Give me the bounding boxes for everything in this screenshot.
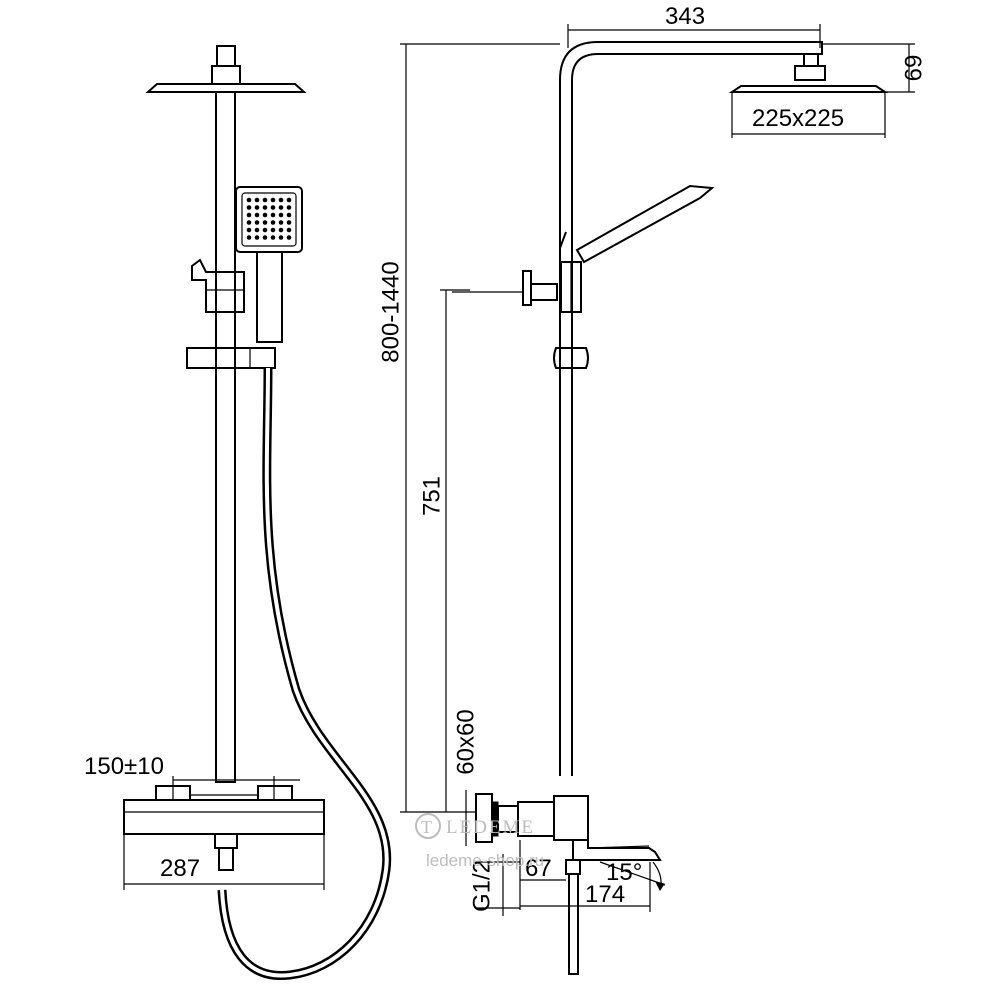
side-holder (452, 270, 558, 306)
nozzle-dot (286, 235, 292, 240)
nozzle-dot (246, 197, 252, 203)
nozzle-dot (270, 220, 276, 225)
nozzle-dot (246, 220, 252, 225)
nozzle-dot (246, 235, 252, 240)
nozzle-dot (254, 197, 260, 203)
nozzle-dot (286, 212, 292, 218)
watermark-logo-icon (415, 813, 441, 839)
nozzle-dot (254, 235, 260, 240)
nozzle-dot (278, 205, 284, 210)
dim-outlet-height: 751 (418, 289, 470, 812)
nozzle-dot (270, 205, 276, 210)
nozzle-dot (278, 220, 284, 225)
nozzle-dot (254, 227, 260, 233)
side-mixer (475, 793, 589, 843)
side-spout (565, 839, 662, 975)
dim-total-height: 800-1440 (377, 43, 560, 813)
watermark-logo-letter: T (421, 817, 432, 837)
hand-shower-nozzle-grid (246, 197, 292, 240)
dim-mixer-depth: 67 (519, 840, 566, 910)
nozzle-dot (262, 227, 268, 233)
dim-spout-angle: 15° (599, 859, 666, 891)
front-hose (217, 367, 392, 981)
front-main-pipe (215, 91, 236, 783)
nozzle-dot (254, 205, 260, 210)
side-rain-head (728, 53, 889, 93)
front-mixer-body (123, 785, 325, 871)
nozzle-dot (278, 197, 284, 203)
dim-label-head-height: 69 (900, 55, 927, 82)
dim-wall-block: 60x60 (452, 709, 479, 846)
nozzle-dot (262, 205, 268, 210)
dim-label-thread: G1/2 (468, 860, 495, 912)
watermark: T LEDEME ledeme-shop.ru (415, 813, 544, 870)
front-holder (191, 258, 245, 313)
watermark-brand: LEDEME (446, 817, 535, 838)
nozzle-dot (270, 227, 276, 233)
dim-label-mixer-depth: 67 (525, 855, 552, 882)
nozzle-dot (286, 197, 292, 203)
dim-arm-reach: 343 (567, 3, 821, 48)
dim-mixer-width: 287 (123, 834, 325, 890)
side-main-pipe (559, 41, 823, 776)
dim-thread: G1/2 (468, 854, 520, 916)
watermark-site: ledeme-shop.ru (426, 851, 544, 870)
front-hand-shower (235, 186, 303, 343)
nozzle-dot (254, 212, 260, 218)
side-slider (553, 347, 589, 369)
nozzle-dot (270, 235, 276, 240)
nozzle-dot (246, 227, 252, 233)
nozzle-dot (246, 212, 252, 218)
dim-label-spout-angle: 15° (606, 859, 642, 886)
front-rain-head (145, 45, 307, 93)
nozzle-dot (278, 212, 284, 218)
dim-label-arm-reach: 343 (665, 3, 705, 30)
dim-head-size: 225x225 (731, 92, 886, 138)
nozzle-dot (278, 235, 284, 240)
nozzle-dot (270, 212, 276, 218)
nozzle-dot (278, 227, 284, 233)
dim-label-total-height: 800-1440 (377, 261, 404, 362)
nozzle-dot (262, 220, 268, 225)
dim-inlet-spacing: 150±10 (84, 753, 300, 800)
dim-label-wall-block: 60x60 (452, 709, 479, 774)
nozzle-dot (270, 197, 276, 203)
side-hand-shower (559, 184, 715, 313)
dim-label-mixer-width: 287 (160, 855, 200, 882)
dim-label-outlet-height: 751 (418, 476, 445, 516)
dim-spout-reach: 174 (520, 862, 651, 912)
side-view: 343 69 225x225 800-1440 751 (377, 3, 927, 975)
dim-label-inlet-spacing: 150±10 (84, 753, 164, 780)
nozzle-dot (286, 205, 292, 210)
dim-head-height: 69 (822, 43, 927, 93)
nozzle-dot (262, 235, 268, 240)
nozzle-dot (286, 227, 292, 233)
nozzle-dot (286, 220, 292, 225)
front-view: 150±10 287 (84, 45, 392, 981)
nozzle-dot (262, 197, 268, 203)
nozzle-dot (246, 205, 252, 210)
nozzle-dot (262, 212, 268, 218)
nozzle-dot (254, 220, 260, 225)
dim-label-head-size: 225x225 (752, 105, 844, 132)
dim-label-spout-reach: 174 (585, 881, 625, 908)
front-slider (186, 347, 276, 369)
